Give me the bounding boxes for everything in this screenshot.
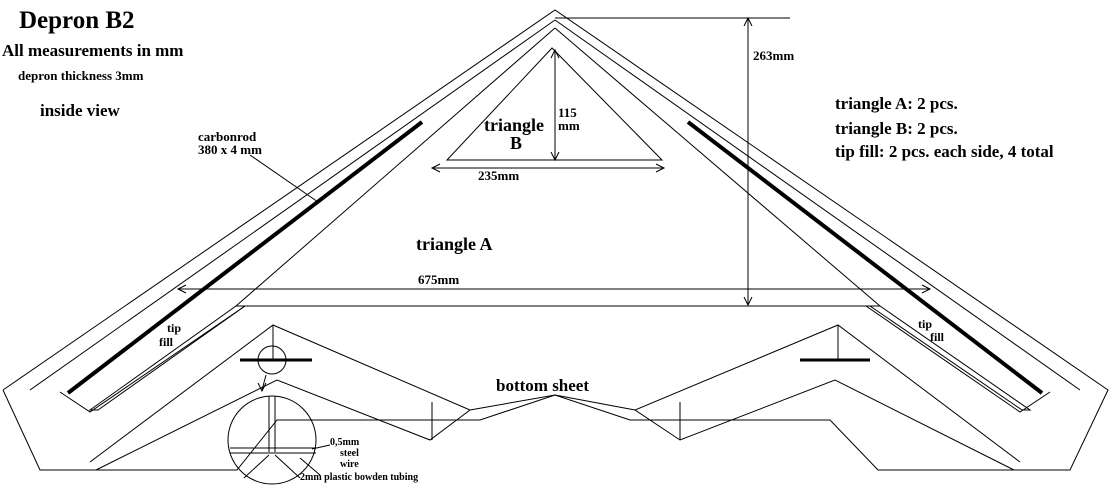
carbonrod-label: carbonrod <box>198 129 257 144</box>
thickness-note: depron thickness 3mm <box>18 68 144 83</box>
steel-wire-label: steel <box>340 448 359 459</box>
detail-bowden-leader <box>299 457 321 476</box>
triangle-b-height-arrow-bottom <box>550 151 560 162</box>
triangle-b-height-value: 115 <box>558 105 577 120</box>
width-dim-arrow-left <box>176 284 187 294</box>
wing-inner-outline <box>554 19 1081 391</box>
parts-list-line1: triangle A: 2 pcs. <box>835 94 958 113</box>
drawing-title: Depron B2 <box>19 7 135 34</box>
triangle-a-left-edge <box>235 27 556 307</box>
tip-fill-right <box>868 305 1032 411</box>
triangle-b-width-label: 235mm <box>478 168 520 183</box>
wing-outline <box>2 9 1109 471</box>
tip-fill-left-label1: tip <box>167 321 182 335</box>
triangle-b-label-line2: B <box>510 133 523 153</box>
bottom-sheet-left-zigzag <box>89 324 471 471</box>
bowden-tubing-label: 2mm plastic bowden tubing <box>300 472 419 483</box>
carbon-rod-right <box>686 120 1044 395</box>
tip-fill-right-label2: fill <box>930 330 944 344</box>
wing-inner-outline-left <box>29 19 556 391</box>
triangle-a-right-edge <box>554 27 881 307</box>
triangle-b-height-unit: mm <box>558 118 580 133</box>
tip-fill-left-outline <box>59 305 246 413</box>
units-note: All measurements in mm <box>2 41 184 60</box>
triangle-a-label: triangle A <box>416 234 493 254</box>
detail-leader <box>261 374 267 391</box>
detail-split-right <box>274 454 301 479</box>
detail-magnified-circle <box>227 395 317 485</box>
view-note: inside view <box>40 101 120 120</box>
tip-fill-left-label2: fill <box>159 335 173 349</box>
bottom-sheet-center-fold <box>469 394 636 411</box>
detail-leader-arrow <box>257 382 267 393</box>
tip-fill-right-outline <box>865 305 1051 413</box>
tip-fill-right-label1: tip <box>918 317 933 331</box>
triangle-b-height-arrow-top <box>550 48 560 59</box>
height-dim-arrow-top <box>743 16 753 27</box>
detail-marker-circle <box>257 345 287 375</box>
detail-steel-leader <box>311 444 331 450</box>
height-dim-arrow-bottom <box>743 296 753 307</box>
bottom-sheet-right-zigzag <box>633 324 1021 471</box>
steel-wire-label-2: wire <box>340 459 359 470</box>
overall-height-label: 263mm <box>753 48 795 63</box>
carbonrod-leader <box>249 154 319 203</box>
triangle-a-width-label: 675mm <box>418 272 460 287</box>
parts-list-line2: triangle B: 2 pcs. <box>835 119 958 138</box>
triangle-b-width-arrow-right <box>655 163 666 173</box>
steel-wire-size-label: 0,5mm <box>330 437 360 448</box>
carbon-rod-left <box>66 120 424 395</box>
bottom-sheet-label: bottom sheet <box>496 376 590 395</box>
carbonrod-size-label: 380 x 4 mm <box>198 142 262 157</box>
triangle-b-label-line1: triangle <box>484 115 544 135</box>
width-dim-arrow-right <box>921 284 932 294</box>
parts-list-line3: tip fill: 2 pcs. each side, 4 total <box>835 142 1054 161</box>
detail-split-left <box>243 454 270 479</box>
triangle-b-width-arrow-left <box>430 163 441 173</box>
